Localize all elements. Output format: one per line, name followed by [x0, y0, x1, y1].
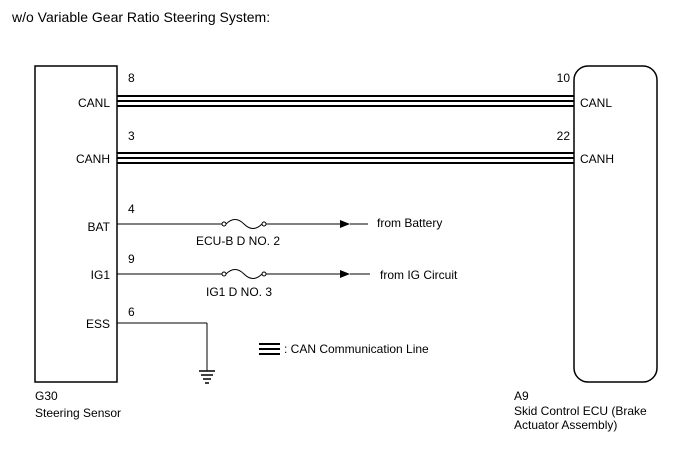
canh-wire	[117, 152, 574, 164]
steering-sensor-code: G30	[35, 389, 58, 403]
right-pin-canh-number: 22	[557, 129, 571, 143]
ground-icon	[199, 370, 215, 384]
right-pin-canl-number: 10	[557, 71, 571, 85]
fuse-ecu-b-label: ECU-B D NO. 2	[196, 234, 280, 248]
fuse-ig1-label: IG1 D NO. 3	[206, 285, 272, 299]
diagram-title: w/o Variable Gear Ratio Steering System:	[11, 9, 270, 25]
left-pin-ig1-label: IG1	[91, 268, 111, 282]
ess-wire	[117, 322, 208, 371]
skid-control-ecu-name-line2: Actuator Assembly)	[514, 418, 617, 432]
left-pin-canl-number: 8	[128, 71, 135, 85]
steering-sensor-name: Steering Sensor	[35, 406, 121, 420]
ig1-source-label: from IG Circuit	[380, 268, 458, 282]
skid-control-ecu-box	[573, 65, 658, 383]
left-pin-canh-label: CANH	[76, 152, 110, 166]
can-line-legend-icon	[259, 343, 280, 355]
left-pin-ess-number: 6	[128, 305, 135, 319]
left-pin-ig1-number: 9	[128, 252, 135, 266]
left-pin-canh-number: 3	[128, 129, 135, 143]
left-pin-canl-label: CANL	[78, 96, 110, 110]
bat-wire	[117, 219, 368, 229]
right-pin-canh-label: CANH	[580, 152, 614, 166]
canl-wire	[117, 95, 574, 107]
skid-control-ecu-name-line1: Skid Control ECU (Brake	[514, 404, 647, 418]
ig1-wire	[117, 269, 370, 279]
left-pin-bat-number: 4	[128, 202, 135, 216]
bat-source-label: from Battery	[377, 216, 442, 230]
skid-control-ecu-code: A9	[514, 389, 529, 403]
left-pin-ess-label: ESS	[86, 317, 110, 331]
right-pin-canl-label: CANL	[580, 96, 612, 110]
left-pin-bat-label: BAT	[88, 220, 111, 234]
legend-label: : CAN Communication Line	[284, 342, 429, 356]
